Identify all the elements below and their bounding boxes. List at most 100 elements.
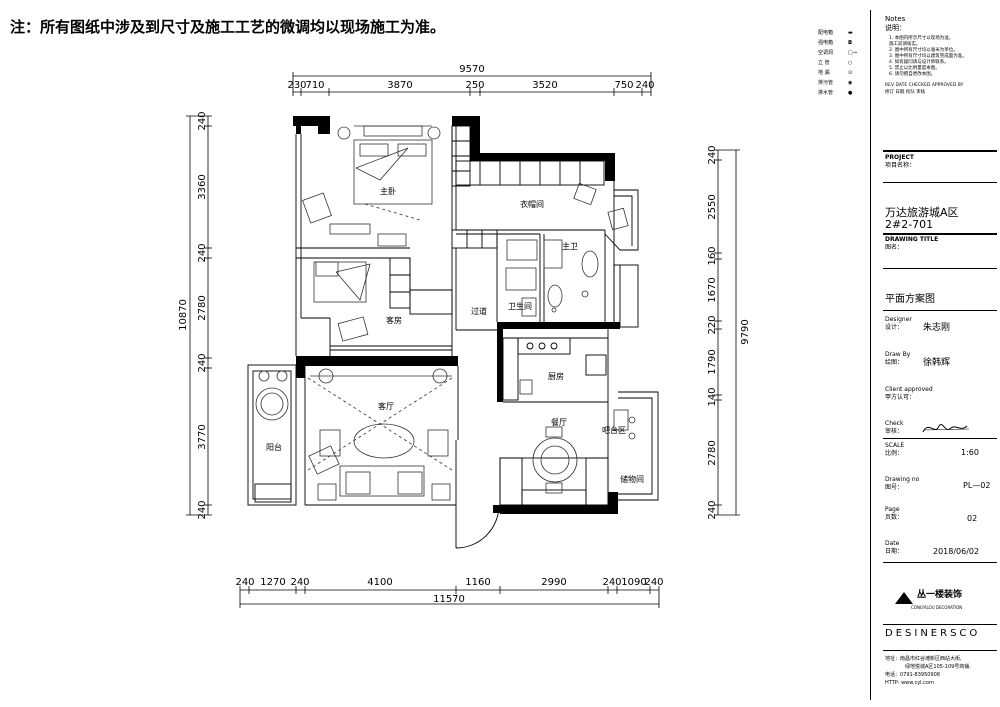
dim-bottom-0: 240 bbox=[235, 577, 254, 588]
legend-row: 强电箱 ◘ bbox=[818, 38, 866, 48]
legend-symbol-icon: ● bbox=[848, 90, 853, 96]
project-name: 万达旅游城A区 bbox=[885, 206, 959, 219]
divider bbox=[883, 182, 997, 183]
date-label-cn: 日期： bbox=[885, 548, 904, 555]
legend-symbol-icon: ◘ bbox=[848, 40, 852, 46]
dim-bottom-7: 1090 bbox=[621, 577, 646, 588]
partitions bbox=[247, 125, 659, 549]
structural-walls bbox=[293, 116, 620, 514]
dim-left-6: 240 bbox=[197, 500, 208, 519]
notes-heading: Notes bbox=[885, 15, 906, 23]
legend-row: 排污管◉ bbox=[818, 78, 866, 88]
room-living: 客厅 bbox=[378, 401, 394, 411]
legend-symbol-icon: ⊙ bbox=[848, 70, 853, 76]
date-value: 2018/06/02 bbox=[933, 547, 980, 556]
notes-line: 6. 请勿擅自更改本图。 bbox=[889, 72, 936, 77]
divider bbox=[883, 268, 997, 269]
check-signature bbox=[922, 424, 970, 433]
check-label-cn: 审核： bbox=[885, 428, 904, 435]
drawby-label-cn: 绘图： bbox=[885, 359, 904, 366]
project-unit: 2#2-701 bbox=[885, 218, 934, 231]
legend-label: 地 漏 bbox=[818, 70, 830, 76]
project-label: PROJECT bbox=[885, 154, 914, 161]
dim-right-4: 220 bbox=[707, 315, 718, 334]
date-label: Date bbox=[885, 540, 900, 547]
dim-right-3: 1670 bbox=[707, 277, 718, 302]
phone: 电话：0791-83950908 bbox=[885, 672, 940, 678]
scale-label: SCALE bbox=[885, 442, 905, 449]
room-guest: 客房 bbox=[386, 315, 402, 325]
dim-right-1: 2550 bbox=[707, 194, 718, 219]
drawing-title: 平面方案图 bbox=[885, 294, 935, 305]
drawby-label: Draw By bbox=[885, 351, 911, 358]
address-line: 绿地悦城A区105-109号商铺. bbox=[905, 664, 971, 670]
website: HTTP: www.cyl.com bbox=[885, 680, 934, 686]
dim-left-5: 3770 bbox=[197, 424, 208, 449]
room-balcony: 阳台 bbox=[266, 442, 282, 452]
notes-line: 1. 本图内所示尺寸以现场为准， bbox=[889, 36, 954, 41]
client-label: Client approved bbox=[885, 386, 933, 393]
legend-row: 空调洞□→ bbox=[818, 48, 866, 58]
legend-symbol-icon: ○ bbox=[848, 60, 853, 66]
designer-label-cn: 设计： bbox=[885, 324, 904, 331]
room-hallway: 过道 bbox=[471, 306, 487, 316]
dim-right-7: 2780 bbox=[707, 440, 718, 465]
company-name-en: CONGYILOU DECORATION bbox=[911, 605, 963, 610]
drawing-title-label: DRAWING TITLE bbox=[885, 236, 939, 243]
dim-right-8: 240 bbox=[707, 500, 718, 519]
room-bar: 吧台区 bbox=[602, 425, 626, 435]
dim-left-2: 240 bbox=[197, 243, 208, 262]
notes-line: 3. 图中所有尺寸均以建筑完成面为准。 bbox=[889, 54, 967, 59]
legend-label: 强电箱 bbox=[818, 40, 834, 46]
dimension-lines bbox=[186, 72, 740, 608]
dim-bottom-8: 240 bbox=[644, 577, 663, 588]
dim-right-2: 160 bbox=[707, 246, 718, 265]
divider bbox=[883, 150, 997, 152]
dim-bottom-1: 1270 bbox=[260, 577, 285, 588]
dim-bottom-6: 240 bbox=[602, 577, 621, 588]
divider bbox=[883, 438, 997, 439]
legend-label: 空调洞 bbox=[818, 50, 834, 56]
divider bbox=[883, 650, 997, 651]
company-logo-icon bbox=[895, 592, 913, 604]
client-label-cn: 甲方认可： bbox=[885, 394, 916, 401]
dim-left-1: 3360 bbox=[197, 174, 208, 199]
drawby-name: 徐韩辉 bbox=[923, 358, 951, 368]
scale-label-cn: 比例： bbox=[885, 450, 904, 457]
project-label-cn: 项目名称： bbox=[885, 162, 916, 169]
notes-line: 2. 图中所有尺寸均以毫米为单位。 bbox=[889, 48, 958, 53]
dim-top-5: 750 bbox=[614, 80, 633, 91]
drawing-no-label-cn: 图号： bbox=[885, 484, 904, 491]
dim-right-total: 9790 bbox=[740, 319, 751, 344]
legend-symbol-icon: ▬ bbox=[848, 30, 853, 36]
dim-top-3: 250 bbox=[465, 80, 484, 91]
notes-line: 4. 如有疑问请与设计师联系。 bbox=[889, 60, 949, 65]
legend-label: 配电箱 bbox=[818, 30, 834, 36]
dimension-texts: 9570 230 710 3870 250 3520 750 240 240 1… bbox=[178, 64, 751, 605]
designers-brand: DESINERSCO bbox=[885, 628, 981, 639]
legend-label: 立 管 bbox=[818, 60, 830, 66]
dim-top-2: 3870 bbox=[387, 80, 412, 91]
dim-top-4: 3520 bbox=[532, 80, 557, 91]
dim-left-total: 10870 bbox=[178, 299, 189, 331]
legend-label: 排水管 bbox=[818, 90, 834, 96]
symbol-legend: 配电箱 ▬ 强电箱 ◘ 空调洞□→ 立 管 ○ 地 漏 ⊙ 排污管◉ 排水管 ● bbox=[818, 28, 866, 98]
legend-row: 立 管 ○ bbox=[818, 58, 866, 68]
notes-line: 5. 禁止以比例量度本图。 bbox=[889, 66, 940, 71]
dim-left-0: 240 bbox=[197, 111, 208, 130]
drawing-no-value: PL—02 bbox=[963, 481, 991, 490]
scale-value: 1:60 bbox=[961, 448, 979, 457]
room-master-bath: 主卫 bbox=[562, 241, 578, 251]
dim-top-total: 9570 bbox=[459, 64, 484, 75]
divider bbox=[883, 562, 997, 563]
dim-bottom-3: 4100 bbox=[367, 577, 392, 588]
dim-bottom-total: 11570 bbox=[433, 594, 465, 605]
dim-bottom-5: 2990 bbox=[541, 577, 566, 588]
dim-bottom-4: 1160 bbox=[465, 577, 490, 588]
dim-left-4: 240 bbox=[197, 353, 208, 372]
page-label: Page bbox=[885, 506, 900, 513]
dim-right-0: 240 bbox=[707, 145, 718, 164]
divider bbox=[883, 233, 997, 235]
page-label-cn: 页数： bbox=[885, 514, 904, 521]
legend-row: 排水管 ● bbox=[818, 88, 866, 98]
